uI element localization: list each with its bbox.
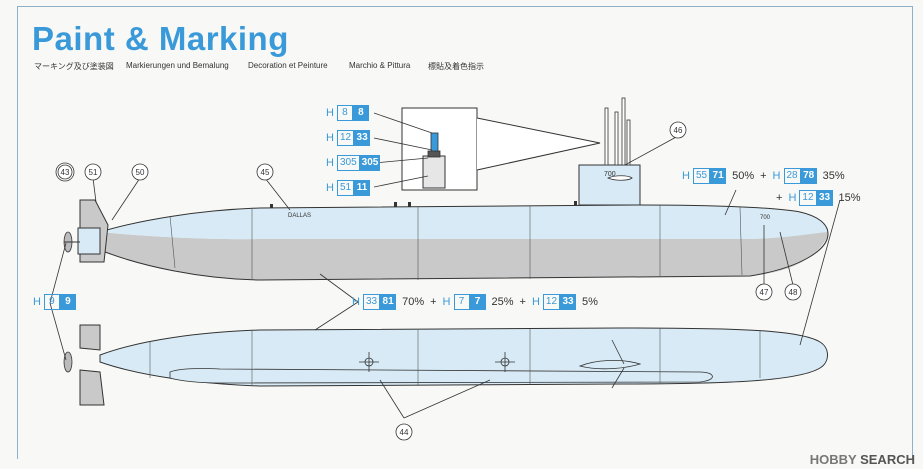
watermark: HOBBY SEARCH — [809, 452, 915, 467]
hull-name: DALLAS — [288, 213, 311, 219]
callout-47: 47 — [755, 283, 773, 301]
side-view-sail: 700 — [578, 97, 641, 206]
sail-number: 700 — [604, 171, 616, 178]
callout-44: 44 — [395, 423, 413, 441]
svg-text:45: 45 — [261, 168, 270, 177]
subtitle-chinese: 標貼及着色指示 — [428, 62, 484, 71]
page-frame — [17, 6, 913, 459]
callout-45: 45 — [256, 163, 274, 181]
leader-lines — [49, 112, 841, 419]
svg-text:47: 47 — [760, 288, 769, 297]
subtitle-french: Decoration et Peinture — [248, 61, 328, 70]
svg-text:43: 43 — [61, 168, 70, 177]
callout-46: 46 — [669, 121, 687, 139]
subtitle-italian: Marchio & Pittura — [349, 61, 411, 70]
svg-text:46: 46 — [674, 126, 683, 135]
page-title: Paint & Marking — [32, 20, 289, 57]
bottom-view-hull — [99, 327, 828, 389]
callout-48: 48 — [784, 283, 802, 301]
callout-50: 50 — [131, 163, 149, 181]
side-view-hull — [99, 201, 829, 281]
subtitle-german: Markierungen und Bemalung — [126, 61, 229, 70]
bow-number: 700 — [760, 215, 771, 221]
side-view-stern — [63, 199, 109, 263]
bottom-view-stern — [63, 324, 105, 406]
svg-text:51: 51 — [89, 168, 98, 177]
callout-51: 51 — [84, 163, 102, 181]
svg-text:44: 44 — [400, 428, 409, 437]
svg-text:48: 48 — [789, 288, 798, 297]
svg-text:50: 50 — [136, 168, 145, 177]
subtitle-japanese: マーキング及び塗装図 — [34, 62, 114, 71]
callout-43: 43 — [55, 162, 75, 182]
detail-inset — [401, 107, 601, 191]
